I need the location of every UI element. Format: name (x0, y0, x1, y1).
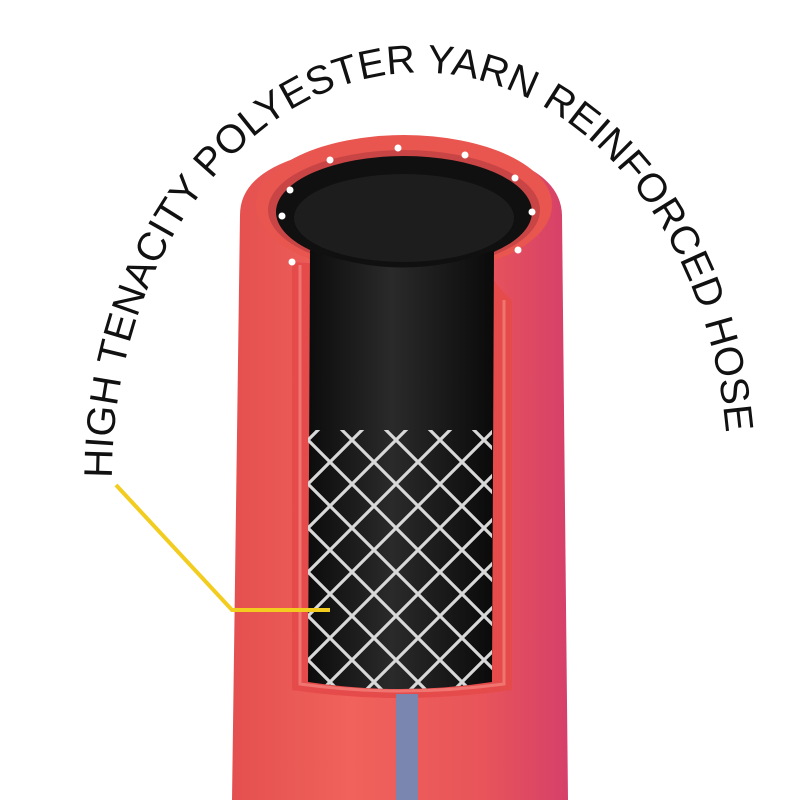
polyester-yarn-mesh (308, 430, 492, 689)
leader-line (114, 483, 330, 612)
yarn-dots (278, 144, 536, 266)
hose-stripe (396, 694, 418, 800)
